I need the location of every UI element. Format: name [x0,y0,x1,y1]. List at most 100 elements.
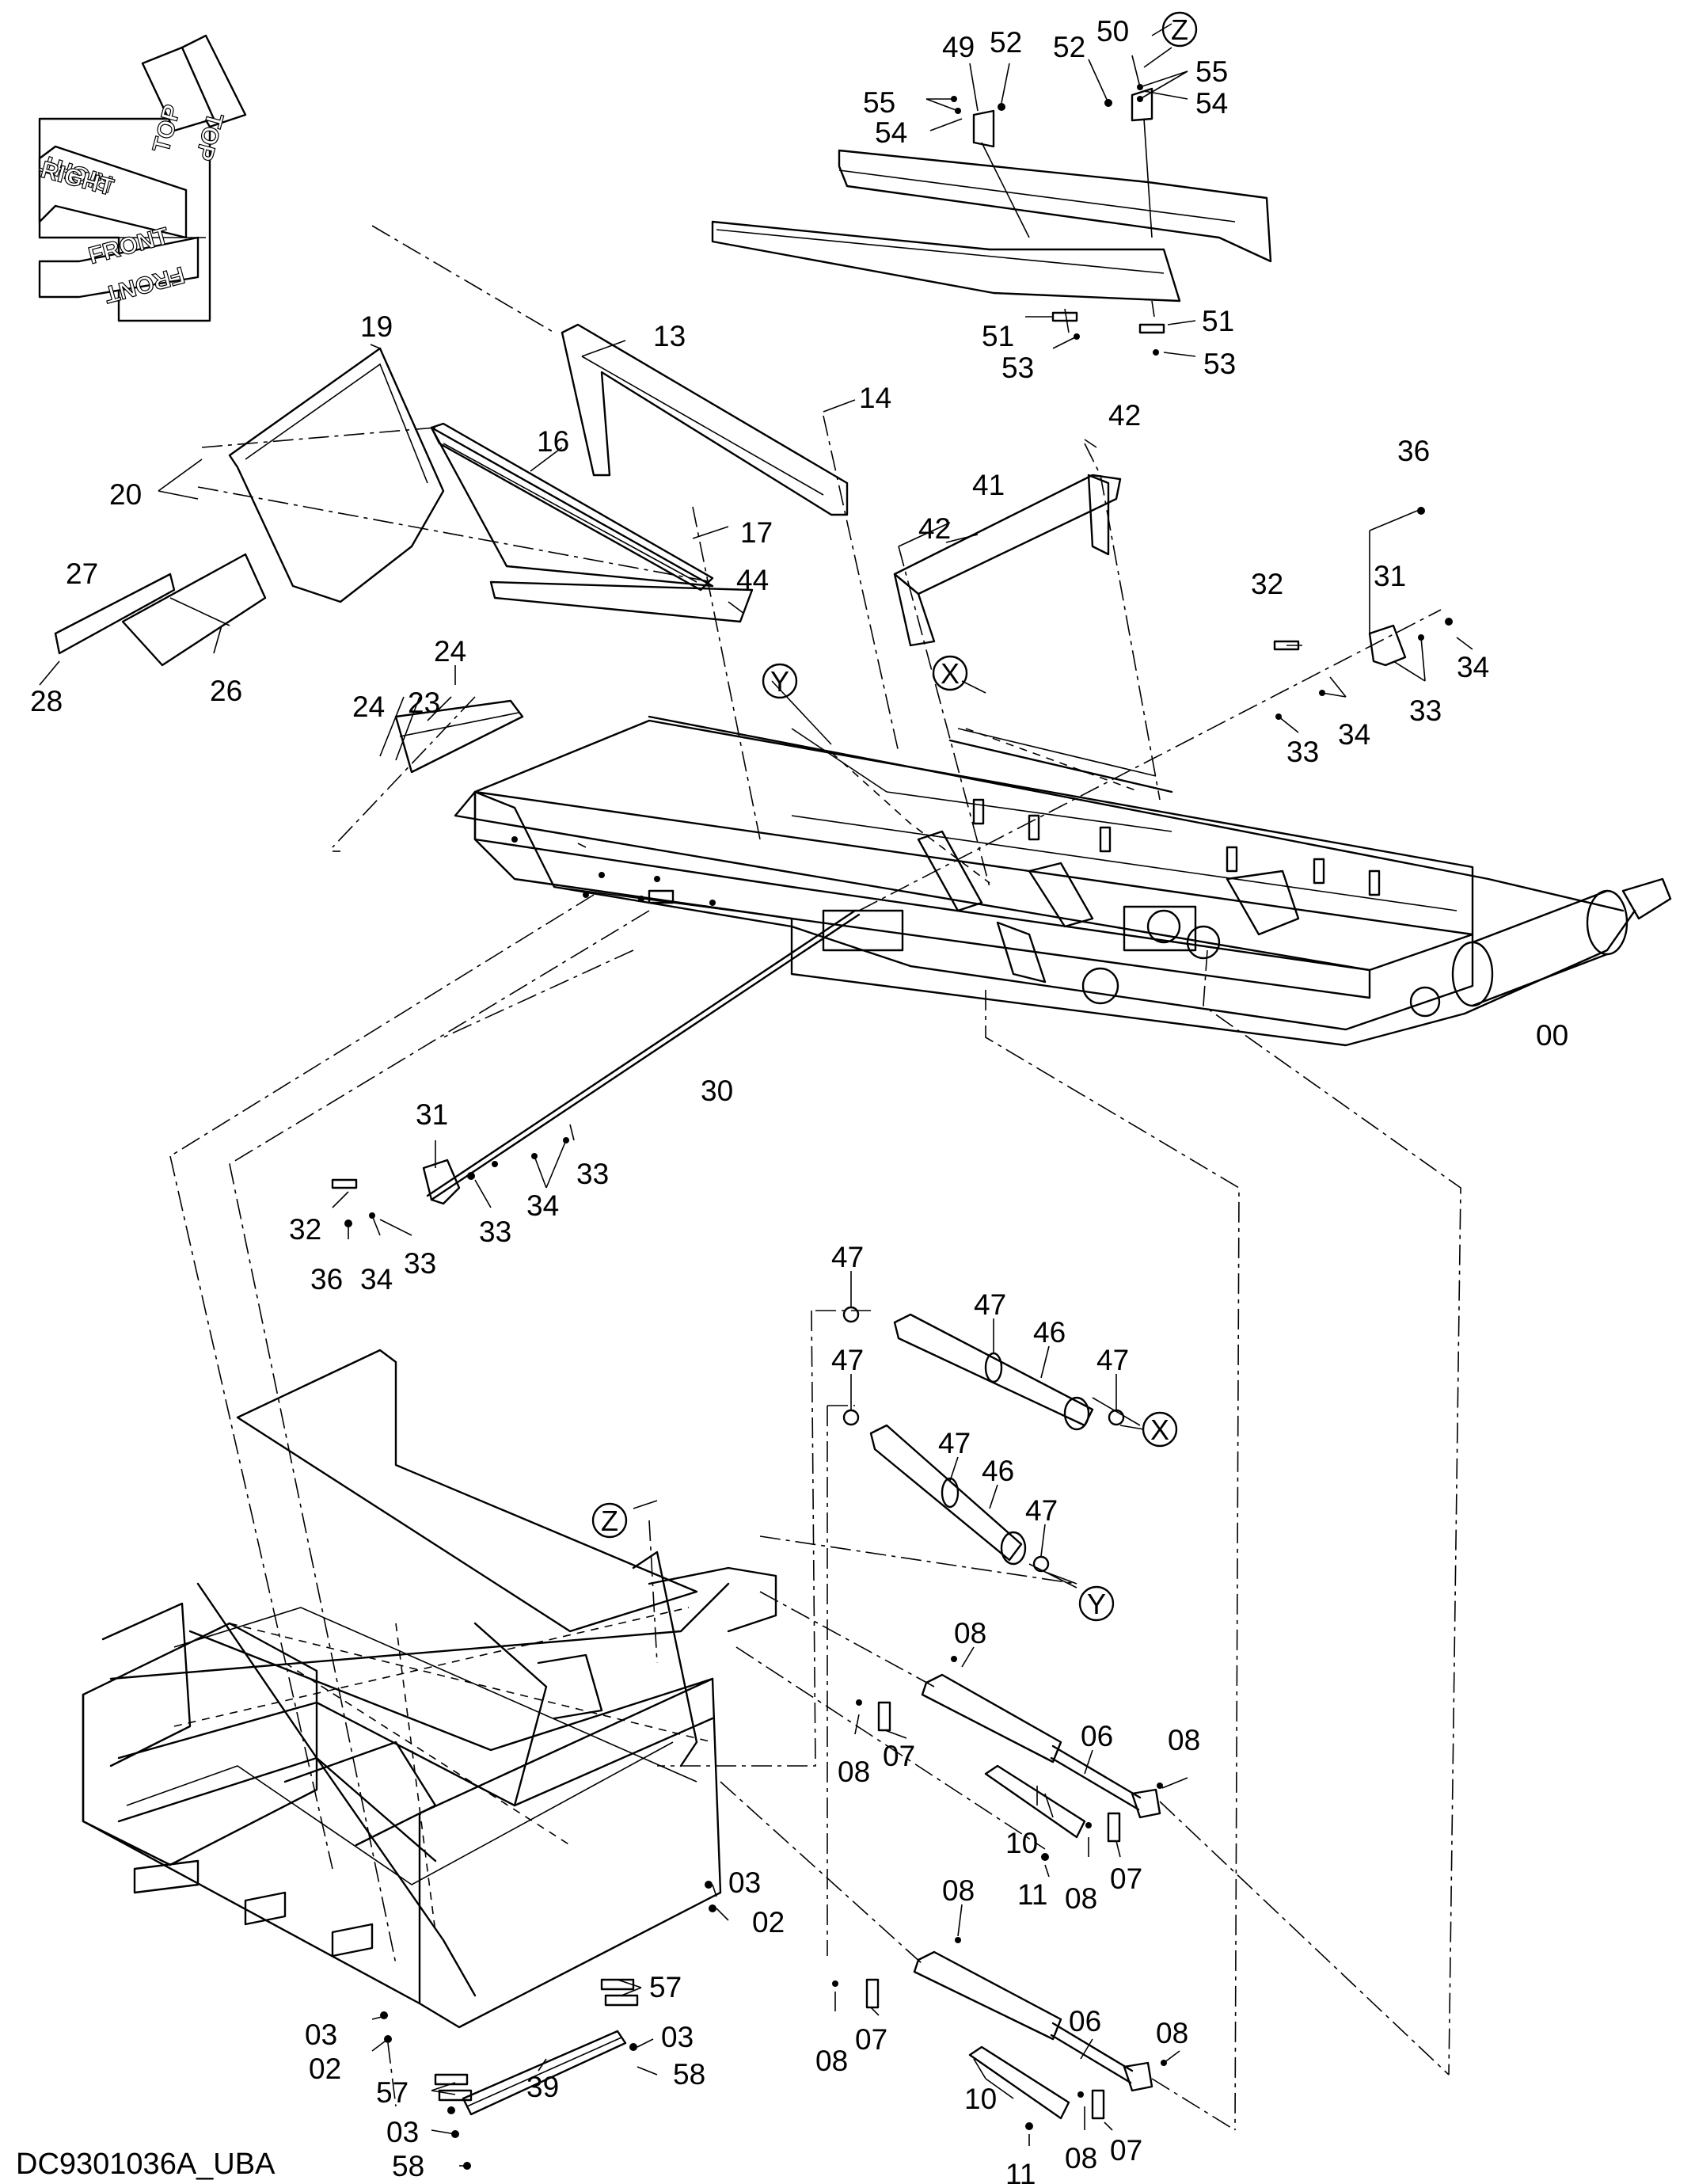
ref-y-top: Y [770,665,789,698]
explode-lines [169,225,1461,2131]
part-label-58-a: 58 [673,2058,705,2091]
part-label-57-a: 57 [649,1971,682,2003]
part-label-17: 17 [740,516,773,549]
part-label-03-a: 03 [728,1866,761,1899]
part-label-14: 14 [859,382,891,414]
part-label-47-f: 47 [1025,1494,1058,1527]
part-label-08-a: 08 [954,1617,986,1649]
left-shield-assembly [54,323,849,774]
part-label-54-b: 54 [1195,87,1228,120]
part-label-08-d: 08 [1065,1882,1097,1915]
part-label-31-a: 31 [1374,560,1406,592]
chain-assembly [830,728,1141,884]
part-label-36-a: 36 [1397,435,1430,467]
ref-x-top-marker: X [932,655,968,691]
part-label-24-b: 24 [352,691,385,723]
part-label-07-c: 07 [855,2023,887,2056]
base-frame-assembly [82,1349,777,2170]
part-label-11-b: 11 [1005,2158,1036,2184]
part-label-02-a: 02 [752,1906,785,1939]
part-label-19: 19 [360,310,393,343]
part-label-46-a: 46 [1033,1316,1066,1349]
part-label-00: 00 [1536,1019,1568,1052]
shaft-30 [426,609,1442,1201]
part-label-53-b: 53 [1203,348,1236,380]
part-label-42-b: 42 [918,512,951,545]
part-label-08-b: 08 [838,1756,870,1788]
part-label-33-b: 33 [1286,736,1319,768]
part-label-57-b: 57 [376,2076,409,2109]
part-label-32-b: 32 [289,1213,321,1246]
ref-x-roller: X [1150,1414,1169,1446]
part-label-07-d: 07 [1110,2134,1142,2167]
ref-x-top: X [941,657,960,690]
part-label-08-e: 08 [942,1874,975,1907]
part-label-34-a: 34 [1457,651,1489,683]
part-label-07-b: 07 [1110,1862,1142,1895]
part-label-55-a: 55 [863,86,895,119]
part-label-20: 20 [109,478,142,511]
part-label-55-b: 55 [1195,55,1228,88]
ref-y-roller: Y [1087,1588,1106,1620]
part-label-47-e: 47 [938,1427,971,1459]
part-label-34-d: 34 [360,1263,393,1296]
part-label-03-c: 03 [305,2018,337,2051]
part-label-52-b: 52 [1053,31,1085,63]
conveyor-frame-00 [454,715,1672,1047]
part-label-24-a: 24 [434,635,466,668]
part-label-16: 16 [537,425,569,458]
part-label-47-c: 47 [1096,1344,1129,1376]
part-label-54-a: 54 [875,116,907,149]
ref-z-base-marker: Z [591,1502,628,1539]
part-label-44: 44 [736,564,769,596]
part-label-41: 41 [972,469,1005,501]
part-label-49: 49 [942,31,975,63]
upper-cover-assembly [711,84,1272,356]
part-label-26: 26 [210,675,242,707]
cylinder-06-upper [856,1656,1163,1861]
ref-y-top-marker: Y [762,663,798,699]
ref-z-top: Z [1171,13,1188,46]
part-label-08-f: 08 [1156,2017,1188,2049]
part-label-10-a: 10 [1005,1827,1038,1859]
part-label-03-b: 03 [661,2021,694,2053]
part-label-07-a: 07 [883,1740,915,1772]
ref-z-base: Z [601,1505,618,1537]
part-label-33-a: 33 [1409,694,1442,727]
bar-41-assembly [893,474,1122,647]
part-label-28: 28 [30,685,63,717]
part-label-02-b: 02 [309,2053,341,2085]
shaft-right-hardware [1273,507,1453,720]
part-label-34-b: 34 [1338,718,1370,751]
cylinder-06-lower [832,1937,1167,2130]
part-label-10-b: 10 [964,2083,997,2115]
part-label-08-h: 08 [1065,2142,1097,2174]
part-label-46-b: 46 [982,1455,1014,1487]
ref-y-roller-marker: Y [1078,1585,1115,1622]
part-label-47-d: 47 [831,1344,864,1376]
part-label-58-b: 58 [392,2150,424,2182]
part-label-33-c: 33 [576,1158,609,1190]
part-label-51-b: 51 [1202,305,1234,337]
part-label-52-a: 52 [990,26,1022,59]
part-label-11-a: 11 [1017,1878,1047,1911]
part-label-39: 39 [526,2071,559,2103]
part-label-08-g: 08 [815,2045,848,2077]
roller-assembly-upper [842,1306,1125,1431]
part-label-30: 30 [701,1075,733,1107]
part-label-47-b: 47 [974,1288,1006,1321]
part-label-33-e: 33 [404,1247,436,1280]
leader-lines [39,23,1473,2167]
ref-x-roller-marker: X [1142,1411,1178,1448]
part-label-42-a: 42 [1108,399,1141,432]
part-label-47-a: 47 [831,1241,864,1273]
ref-z-top-marker: Z [1161,11,1198,48]
part-label-53-a: 53 [1001,352,1034,384]
part-label-34-c: 34 [526,1189,559,1222]
part-label-32-a: 32 [1251,568,1283,600]
roller-assembly-lower [842,1409,1050,1573]
part-label-33-d: 33 [479,1216,511,1248]
part-labels: 49 52 52 50 55 54 55 54 51 53 51 53 19 1… [16,15,1568,2184]
part-label-51-a: 51 [982,320,1014,352]
